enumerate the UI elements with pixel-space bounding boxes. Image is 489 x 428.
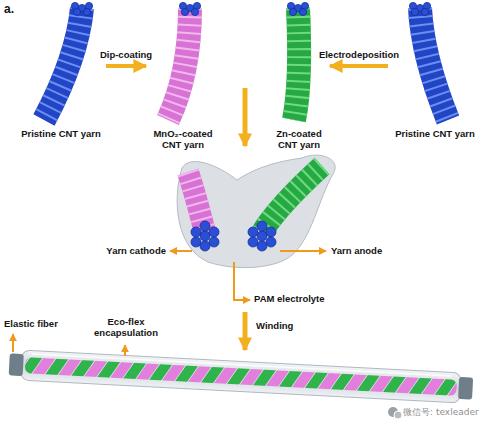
yarn-node: Pristine CNT yarn [388, 2, 482, 141]
zn-yarn [287, 2, 308, 120]
yarn-caption: MnO₂-coated CNT yarn [146, 128, 220, 151]
yarn-node: Pristine CNT yarn [16, 2, 106, 141]
leader-arrow [280, 250, 326, 252]
leader-arrow [124, 345, 126, 356]
process-arrow [106, 64, 146, 68]
callout-label: Winding [256, 320, 293, 331]
yarn-assembly [177, 155, 335, 267]
watermark: 微信号: texleader [403, 407, 479, 418]
process-label: Dip-coating [100, 49, 152, 60]
pristine-yarn [44, 2, 93, 120]
yarn-caption: Pristine CNT yarn [16, 128, 106, 139]
pristine-yarn [409, 2, 448, 120]
wechat-icon [388, 407, 402, 419]
process-label: Electrodeposition [319, 49, 399, 60]
callout-label: Yarn anode [331, 245, 382, 256]
leader-arrow [234, 262, 250, 300]
callout-label: PAM electrolyte [254, 293, 325, 304]
leader-arrow [170, 250, 192, 252]
callout-label: Eco-flex encapsulation [90, 316, 162, 339]
callout-label: Yarn cathode [106, 245, 166, 256]
panel-label: a. [4, 2, 14, 16]
mno2-yarn [168, 2, 201, 120]
wound-fiber [8, 349, 473, 403]
leader-arrow [12, 334, 14, 352]
yarn-node: MnO₂-coated CNT yarn [146, 2, 220, 153]
yarn-node: Zn-coated CNT yarn [268, 2, 330, 153]
process-arrow [243, 312, 248, 350]
process-arrow [243, 88, 248, 146]
process-arrow [330, 64, 388, 68]
yarn-caption: Pristine CNT yarn [388, 128, 482, 139]
callout-label: Elastic fiber [4, 318, 58, 329]
yarn-caption: Zn-coated CNT yarn [268, 128, 330, 151]
